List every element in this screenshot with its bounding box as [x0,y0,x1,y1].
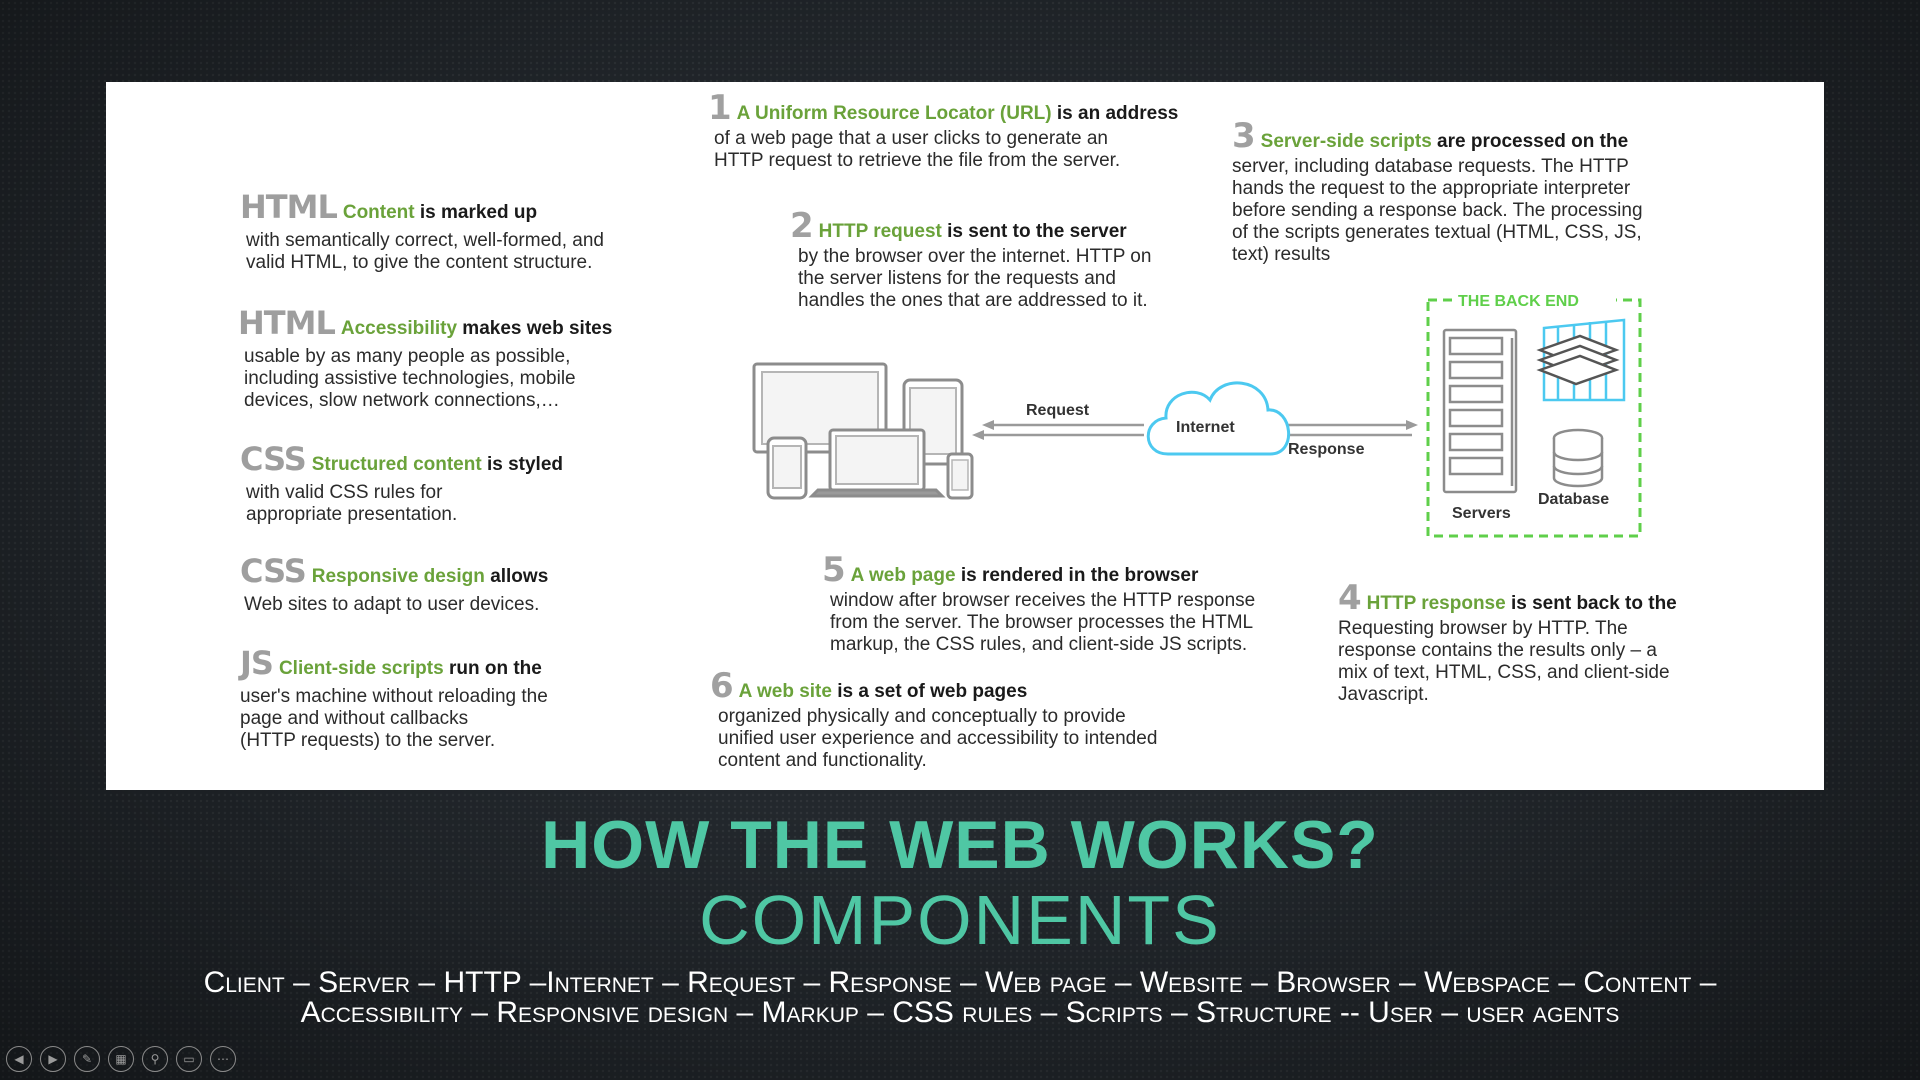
terms-line-2: Accessibility – Responsive design – Mark… [300,996,1620,1029]
js-badge: JS [240,644,274,682]
step-3-server-side-scripts: 3 Server-side scripts are processed on t… [1232,116,1643,265]
css-badge: CSS [240,440,307,478]
request-label: Request [1026,402,1090,419]
server-rack-icon [1442,328,1518,494]
web-pages-stack-icon [1536,318,1626,402]
servers-label: Servers [1452,505,1511,522]
left-item-js-client-scripts: JS Client-side scripts run on the user's… [240,644,548,751]
step-number: 6 [710,666,734,706]
keyword-http-request: HTTP request [818,221,942,242]
request-arrow-icon [972,420,1144,440]
step-number: 2 [790,206,814,246]
slide-content-panel: HTML Content is marked up with semantica… [106,82,1824,790]
internet-label: Internet [1176,419,1235,436]
step-number: 1 [708,88,732,128]
keyword-content: Content [342,202,415,223]
step-number: 3 [1232,116,1256,156]
backend-label: THE BACK END [1458,293,1579,310]
database-icon [1552,428,1604,488]
database-label: Database [1538,491,1609,508]
slideshow-toolbar: ◀ ▶ ✎ ▦ ⚲ ▭ ⋯ [6,1046,236,1072]
keyword-web-page: A web page [850,565,956,586]
step-4-http-response: 4 HTTP response is sent back to the Requ… [1338,578,1677,705]
left-item-css-responsive: CSS Responsive design allows Web sites t… [240,552,549,615]
terms-line-1: Client – Server – HTTP –Internet – Reque… [203,966,1717,999]
step-1-url: 1 A Uniform Resource Locator (URL) is an… [708,88,1179,171]
slide-title: HOW THE WEB WORKS? [541,807,1379,883]
internet-cloud-icon [1146,381,1290,456]
step-number: 5 [822,550,846,590]
left-item-html-content: HTML Content is marked up with semantica… [240,188,604,273]
step-2-http-request: 2 HTTP request is sent to the server by … [790,206,1152,311]
step-number: 4 [1338,578,1362,618]
keyword-http-response: HTTP response [1366,593,1506,614]
html-badge: HTML [240,188,338,226]
left-item-css-structured: CSS Structured content is styled with va… [240,440,564,525]
response-label: Response [1288,441,1365,458]
css-badge: CSS [240,552,307,590]
slide-subtitle: COMPONENTS [699,881,1221,959]
keyword-structured-content: Structured content [311,454,482,475]
html-badge: HTML [238,304,336,342]
keyword-url: A Uniform Resource Locator (URL) [736,103,1052,124]
step-6-web-site: 6 A web site is a set of web pages organ… [710,666,1158,771]
left-item-html-accessibility: HTML Accessibility makes web sites usabl… [238,304,613,411]
next-icon[interactable]: ▶ [40,1046,66,1072]
keyword-accessibility: Accessibility [340,318,458,339]
keyword-responsive-design: Responsive design [311,566,485,587]
web-request-diagram: Request Internet Response THE BACK END S… [752,290,1642,538]
keyword-web-site: A web site [738,681,832,702]
keyword-server-side-scripts: Server-side scripts [1260,131,1432,152]
zoom-icon[interactable]: ⚲ [142,1046,168,1072]
pen-icon[interactable]: ✎ [74,1046,100,1072]
more-icon[interactable]: ⋯ [210,1046,236,1072]
client-devices-icon [752,362,974,500]
step-5-web-page: 5 A web page is rendered in the browser … [822,550,1256,655]
components-terms: Client – Server – HTTP –Internet – Reque… [140,968,1780,1028]
subtitles-icon[interactable]: ▭ [176,1046,202,1072]
response-arrow-icon [1266,420,1418,437]
keyword-client-side-scripts: Client-side scripts [278,658,444,679]
previous-icon[interactable]: ◀ [6,1046,32,1072]
slides-icon[interactable]: ▦ [108,1046,134,1072]
